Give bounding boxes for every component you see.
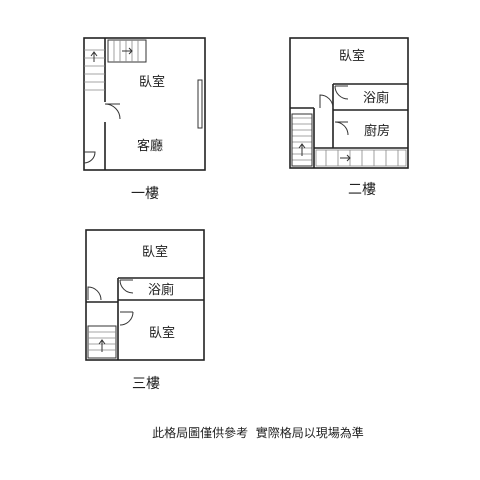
second-floor-stair-box	[291, 113, 313, 167]
first-floor-stair-top	[107, 39, 147, 63]
third-floor-plan: 臥室 浴廁 臥室 三樓	[85, 229, 205, 392]
third-floor-stair-box	[87, 325, 117, 359]
second-floor-title: 二樓	[348, 182, 376, 198]
first-floor-stair-arrow-right-icon	[122, 47, 133, 55]
third-floor-stair-arrow-icon	[98, 339, 106, 352]
third-floor-bath-door-icon	[119, 279, 134, 294]
third-floor-bottom-bedroom-label: 臥室	[149, 325, 175, 341]
first-floor-living-label: 客廳	[137, 138, 163, 154]
second-floor-balcony-rail	[315, 149, 407, 167]
first-floor-door-swing-icon	[104, 103, 121, 120]
second-floor-hall-door-icon	[319, 94, 334, 109]
second-floor-bath-label: 浴廁	[363, 90, 389, 106]
first-floor-outer-wall	[83, 37, 206, 171]
second-floor-bath-door-icon	[334, 85, 349, 100]
first-floor-window	[197, 79, 203, 129]
second-floor-outer-wall	[289, 37, 409, 169]
second-floor-balcony-arrow-icon	[340, 154, 351, 162]
first-floor-title: 一樓	[131, 186, 159, 202]
first-floor-bedroom-label: 臥室	[139, 74, 165, 90]
second-floor-stair-arrow-icon	[298, 143, 306, 156]
third-floor-hall-door-icon	[87, 286, 102, 301]
first-floor-plan: 臥室 客廳 一樓	[83, 37, 206, 202]
second-floor-kitchen-label: 廚房	[364, 123, 390, 139]
third-floor-bath-label: 浴廁	[148, 282, 174, 298]
third-floor-outer-wall	[85, 229, 205, 361]
third-floor-bedroom-door-icon	[119, 311, 134, 326]
second-floor-plan: 臥室 浴廁 廚房 二樓	[289, 37, 409, 198]
second-floor-kitchen-door-icon	[334, 121, 349, 136]
third-floor-title: 三樓	[132, 376, 160, 392]
third-floor-top-bedroom-label: 臥室	[142, 244, 168, 260]
first-floor-stair-arrow-icon	[90, 51, 98, 62]
first-floor-entry-door-icon	[83, 151, 96, 164]
disclaimer-note: 此格局圖僅供參考 實際格局以現場為準	[152, 425, 364, 440]
second-floor-bedroom-label: 臥室	[339, 48, 365, 64]
first-floor-stair-treads-vertical	[84, 49, 105, 91]
